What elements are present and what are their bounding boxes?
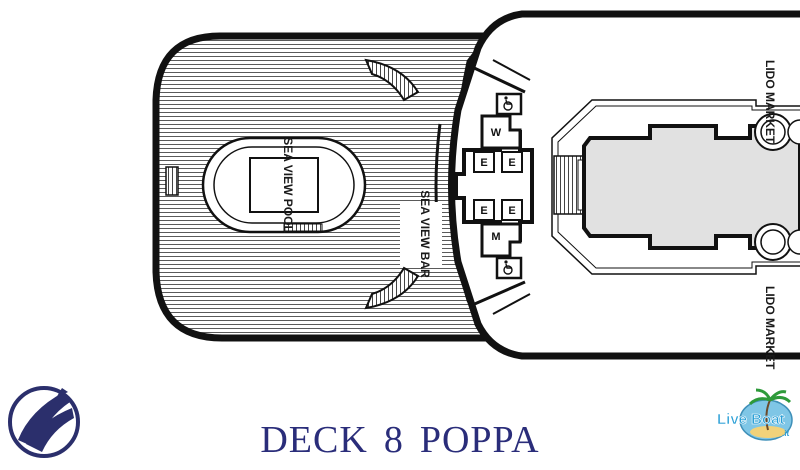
pool-label: SEA VIEW POOL [281, 137, 295, 233]
elevator-3: E [480, 205, 487, 217]
deck-section: POPPA [419, 419, 540, 461]
bench-bottom [364, 266, 420, 310]
ship-emblem-icon [8, 386, 80, 458]
palm-island-icon [739, 388, 793, 441]
bar-label-box [400, 202, 442, 266]
bar-label: SEA VIEW BAR [418, 190, 432, 278]
deck-word: DECK [260, 419, 368, 461]
bench-top [364, 58, 420, 102]
deck-title: DECK 8 POPPA [0, 418, 800, 462]
wheelchair-icon [503, 96, 513, 111]
elevator-1: E [480, 157, 487, 169]
restroom-men [480, 222, 522, 258]
counter-top [754, 113, 800, 151]
restroom-women-label: W [491, 127, 502, 139]
logo-text: Live Boat [717, 411, 785, 428]
deck-number: 8 [383, 419, 404, 461]
pool-label-box [249, 157, 319, 213]
pool-ladder [283, 223, 323, 232]
counter-bottom [754, 223, 800, 261]
lido-market-bottom-label: LIDO MARKET [763, 286, 777, 370]
elevator-2: E [508, 157, 515, 169]
live-boat-logo: Live Boat .it [717, 388, 793, 441]
lido-market-outline [551, 99, 800, 275]
deck-hatch [165, 166, 179, 196]
main-corridor [582, 124, 800, 250]
restroom-men-label: M [491, 231, 500, 243]
restroom-women [480, 114, 522, 150]
wheelchair-icon [503, 260, 513, 275]
logo-suffix: .it [782, 429, 789, 438]
elevator-4: E [508, 205, 515, 217]
lido-market-top-label: LIDO MARKET [763, 60, 777, 144]
